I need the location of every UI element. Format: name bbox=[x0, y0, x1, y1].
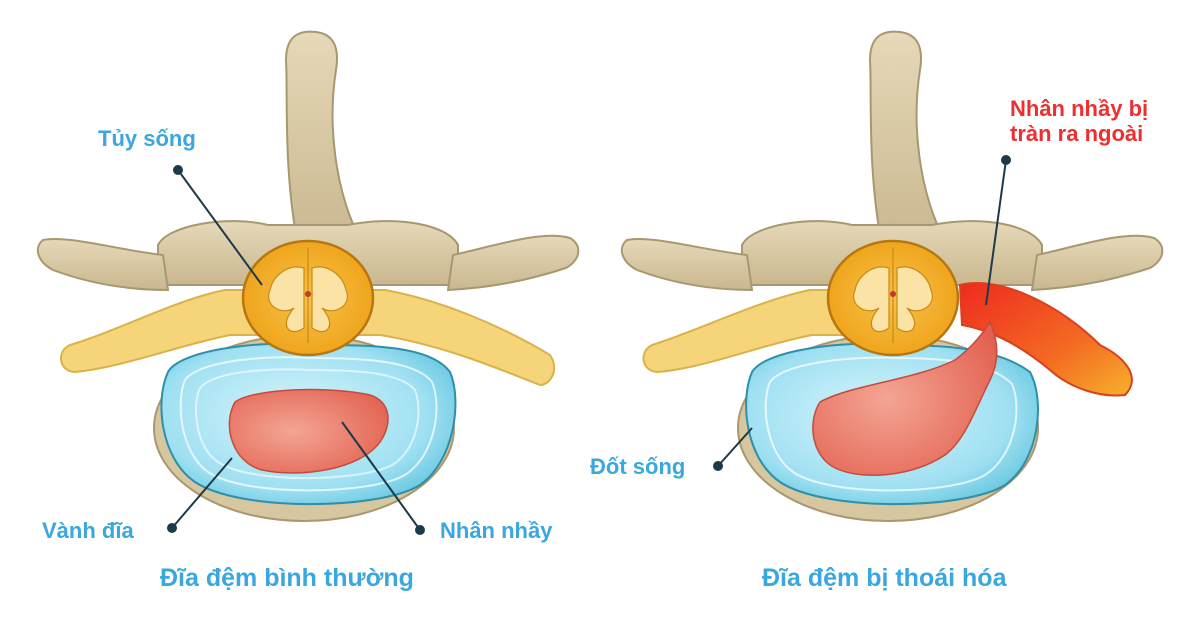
pointer-line-nucleus bbox=[341, 421, 421, 531]
label-spinal-cord: Tủy sống bbox=[98, 126, 196, 151]
degenerated-nucleus bbox=[812, 320, 998, 476]
normal-nucleus bbox=[228, 388, 389, 474]
caption-normal: Đĩa đệm bình thường bbox=[160, 564, 414, 592]
pointer-dot-nucleus bbox=[415, 525, 425, 535]
label-vertebra: Đốt sống bbox=[590, 454, 686, 479]
normal-spinal-cord bbox=[241, 239, 375, 357]
normal-nerve-root bbox=[60, 289, 556, 387]
label-herniation-line1: Nhân nhầy bị bbox=[1010, 96, 1149, 121]
pointer-dot-spinal-cord bbox=[173, 165, 183, 175]
pointer-line-spinal-cord bbox=[177, 169, 263, 286]
pointer-dot-herniation bbox=[1001, 155, 1011, 165]
degenerated-disc bbox=[745, 320, 1039, 506]
pointer-line-herniation bbox=[985, 159, 1007, 306]
label-nucleus: Nhân nhầy bbox=[440, 518, 553, 543]
pointer-dot-annulus bbox=[167, 523, 177, 533]
pointer-dot-vertebra bbox=[713, 461, 723, 471]
normal-disc bbox=[160, 342, 457, 506]
label-annulus: Vành đĩa bbox=[42, 518, 134, 543]
degenerated-spinal-cord bbox=[826, 239, 960, 357]
caption-degenerated: Đĩa đệm bị thoái hóa bbox=[762, 564, 1007, 592]
pointer-line-annulus bbox=[171, 457, 233, 529]
label-herniation-line2: tràn ra ngoài bbox=[1010, 121, 1144, 147]
herniated-nerve-root bbox=[958, 282, 1133, 397]
pointer-line-vertebra bbox=[717, 427, 753, 467]
label-herniation: Nhân nhầy bị tràn ra ngoài bbox=[1010, 96, 1148, 147]
